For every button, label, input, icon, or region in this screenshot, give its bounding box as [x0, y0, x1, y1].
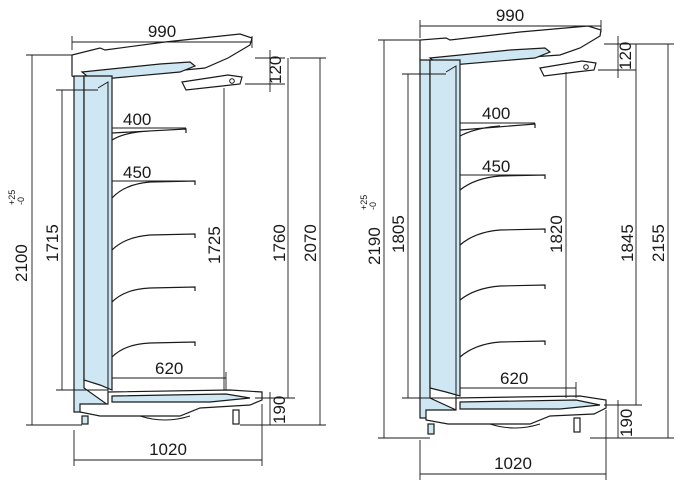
- left-dim-2070-line: [240, 57, 326, 426]
- right-dim-400-label: 400: [482, 104, 510, 123]
- right-dim-2155-label: 2155: [649, 224, 668, 262]
- left-dim-1020-label: 1020: [149, 440, 187, 459]
- left-dim-1760-line: [255, 58, 295, 399]
- left-shelf-1: [111, 128, 187, 141]
- left-dim-2100-label: 2100: [12, 244, 31, 282]
- right-dim-120-line: [598, 36, 636, 78]
- right-foot-front: [427, 423, 435, 435]
- right-dim-2190-line: [378, 39, 430, 439]
- left-dim-2100-tol-minus: -0: [16, 197, 26, 205]
- left-shelf-4: [111, 286, 196, 303]
- right-shelf-4: [459, 284, 546, 301]
- right-lamp-bulb: [583, 64, 589, 70]
- left-dim-400-label: 400: [123, 110, 151, 129]
- right-foot-rear: [573, 417, 581, 433]
- right-dim-1020-label: 1020: [494, 454, 532, 473]
- left-shelf-2: [111, 180, 196, 199]
- right-dim-2155-line: [590, 43, 674, 439]
- left-foot-rear: [232, 409, 240, 425]
- right-base-deck: [459, 399, 601, 410]
- left-dim-2070-label: 2070: [301, 224, 320, 262]
- left-dim-620-label: 620: [155, 359, 183, 378]
- left-lamp-holder: [181, 74, 243, 91]
- left-cabinet-view: 990 120 400 450 2100 +25 -0 1715 1725 17…: [7, 22, 326, 466]
- left-dim-2100-line: [26, 54, 82, 426]
- left-rear-panel: [83, 75, 113, 391]
- left-dim-1715-line: [56, 89, 108, 391]
- left-dim-450-label: 450: [123, 163, 151, 182]
- left-dim-1725-label: 1725: [205, 226, 224, 264]
- right-dim-2190-tol-minus: -0: [368, 202, 378, 210]
- right-lamp-holder: [539, 60, 597, 77]
- left-shelf-3: [111, 233, 196, 251]
- left-base-curve: [139, 415, 191, 421]
- right-dim-1805-line: [402, 73, 456, 399]
- right-dim-1020-line: [419, 410, 607, 480]
- left-dim-120-line: [245, 50, 285, 92]
- left-dim-120-label: 120: [266, 56, 285, 84]
- right-shelf-1: [459, 123, 536, 137]
- right-shelf-3: [459, 228, 546, 246]
- right-dim-2190-tol-plus: +25: [359, 195, 369, 210]
- left-shelf-5: [111, 341, 196, 358]
- right-cabinet-view: 990 120 400 450 2190 +25 -0 1805 1820 18…: [359, 6, 674, 480]
- left-dim-990-line: [71, 36, 253, 50]
- right-shelf-5: [459, 340, 546, 358]
- left-dim-190-label: 190: [270, 396, 289, 424]
- left-inner-liner: [97, 81, 109, 392]
- right-dim-1845-label: 1845: [618, 224, 637, 262]
- right-dim-2190-label: 2190: [365, 227, 384, 265]
- right-shelf-2: [459, 174, 546, 191]
- right-dim-1805-label: 1805: [389, 215, 408, 253]
- right-dim-620-line: [460, 382, 577, 398]
- left-base-deck: [111, 393, 251, 403]
- left-lamp-bulb: [229, 78, 235, 84]
- left-dim-990-label: 990: [148, 22, 176, 41]
- right-dim-1845-line: [604, 44, 642, 406]
- left-foot-front: [81, 415, 89, 425]
- left-dim-1760-label: 1760: [270, 224, 289, 262]
- right-dim-450-label: 450: [482, 157, 510, 176]
- right-inner-liner: [445, 65, 457, 398]
- right-shelves: [459, 123, 546, 358]
- right-dim-120-label: 120: [616, 42, 635, 70]
- right-base-curve: [489, 423, 541, 429]
- right-dim-990-label: 990: [496, 6, 524, 25]
- left-dim-2100-tol-plus: +25: [7, 190, 17, 205]
- left-shelves: [111, 128, 196, 358]
- right-dim-190-label: 190: [617, 409, 636, 437]
- left-dim-1020-line: [73, 404, 263, 466]
- left-dim-1715-label: 1715: [43, 224, 62, 262]
- right-dim-1820-label: 1820: [547, 215, 566, 253]
- right-rear-panel: [429, 59, 461, 397]
- left-dim-620-line: [112, 372, 227, 390]
- right-dim-620-label: 620: [500, 369, 528, 388]
- right-dim-990-line: [419, 20, 602, 38]
